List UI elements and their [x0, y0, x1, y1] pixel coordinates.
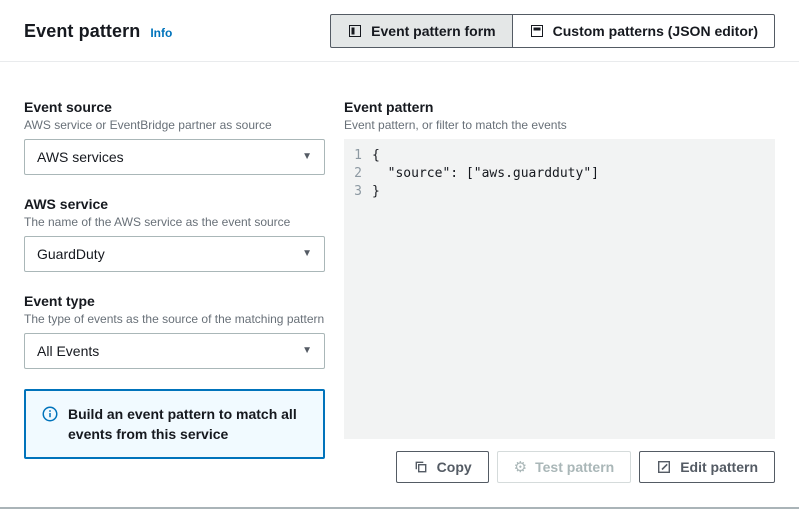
info-alert-text: Build an event pattern to match all even… — [68, 406, 297, 442]
aws-service-field: AWS service The name of the AWS service … — [24, 195, 325, 272]
gear-icon: ⚙ — [513, 457, 528, 476]
event-type-select[interactable]: All Events ▼ — [24, 333, 325, 369]
event-pattern-code: 1 { 2 "source": ["aws.guardduty"] 3 } — [344, 139, 775, 439]
pattern-description: Event pattern, or filter to match the ev… — [344, 118, 567, 132]
event-source-label: Event source — [24, 99, 112, 115]
toggle-label-form: Event pattern form — [371, 23, 496, 39]
caret-down-icon: ▼ — [302, 248, 312, 259]
event-source-select[interactable]: AWS services ▼ — [24, 139, 325, 175]
test-pattern-button-label: Test pattern — [535, 459, 615, 475]
aws-service-select[interactable]: GuardDuty ▼ — [24, 236, 325, 272]
form-column: Event source AWS service or EventBridge … — [24, 98, 325, 507]
json-editor-icon — [529, 23, 545, 39]
edit-icon — [656, 459, 672, 475]
event-type-description: The type of events as the source of the … — [24, 312, 325, 326]
code-text: } — [372, 184, 380, 199]
code-line: 2 "source": ["aws.guardduty"] — [344, 165, 775, 183]
toggle-label-json: Custom patterns (JSON editor) — [552, 23, 758, 39]
toggle-event-pattern-form[interactable]: Event pattern form — [330, 14, 513, 48]
event-type-value: All Events — [37, 343, 100, 359]
line-number: 3 — [354, 184, 362, 199]
aws-service-label: AWS service — [24, 196, 109, 212]
code-line: 1 { — [344, 147, 775, 165]
copy-button[interactable]: Copy — [395, 451, 489, 483]
page-title: Event pattern — [24, 20, 141, 41]
info-alert: Build an event pattern to match all even… — [24, 389, 325, 459]
event-type-field: Event type The type of events as the sou… — [24, 292, 325, 369]
code-value: ["aws.guardduty"] — [465, 166, 599, 181]
form-view-icon — [347, 23, 363, 39]
line-number: 1 — [354, 148, 362, 163]
copy-icon — [413, 459, 429, 475]
code-text: "source": ["aws.guardduty"] — [372, 165, 599, 183]
code-text: { — [372, 148, 380, 163]
code-line: 3 } — [344, 183, 775, 201]
event-type-label: Event type — [24, 293, 95, 309]
event-source-description: AWS service or EventBridge partner as so… — [24, 118, 272, 132]
event-source-field: Event source AWS service or EventBridge … — [24, 98, 325, 175]
aws-service-description: The name of the AWS service as the event… — [24, 215, 291, 229]
code-colon: : — [450, 166, 466, 181]
panel-header: Event pattern Info Event pattern form Cu… — [0, 0, 799, 61]
code-key: "source" — [387, 166, 451, 181]
copy-button-label: Copy — [436, 459, 472, 475]
pattern-column: Event pattern Event pattern, or filter t… — [344, 98, 775, 507]
info-link[interactable]: Info — [150, 25, 173, 40]
aws-service-value: GuardDuty — [37, 246, 105, 262]
title-wrap: Event pattern Info — [24, 21, 172, 42]
edit-pattern-button[interactable]: Edit pattern — [639, 451, 775, 483]
info-circle-icon — [42, 406, 58, 422]
test-pattern-button[interactable]: ⚙ Test pattern — [496, 451, 632, 483]
pattern-label: Event pattern — [344, 99, 434, 115]
toggle-custom-patterns-json[interactable]: Custom patterns (JSON editor) — [512, 14, 775, 48]
header-divider — [0, 61, 799, 62]
line-number: 2 — [354, 166, 362, 181]
caret-down-icon: ▼ — [302, 151, 312, 162]
pattern-actions: Copy ⚙ Test pattern Edit pattern — [344, 451, 775, 483]
code-indent — [372, 166, 388, 181]
event-source-value: AWS services — [37, 149, 124, 165]
pattern-mode-toggle: Event pattern form Custom patterns (JSON… — [330, 14, 775, 48]
edit-pattern-button-label: Edit pattern — [680, 459, 758, 475]
caret-down-icon: ▼ — [302, 345, 312, 356]
content: Event source AWS service or EventBridge … — [0, 62, 799, 507]
